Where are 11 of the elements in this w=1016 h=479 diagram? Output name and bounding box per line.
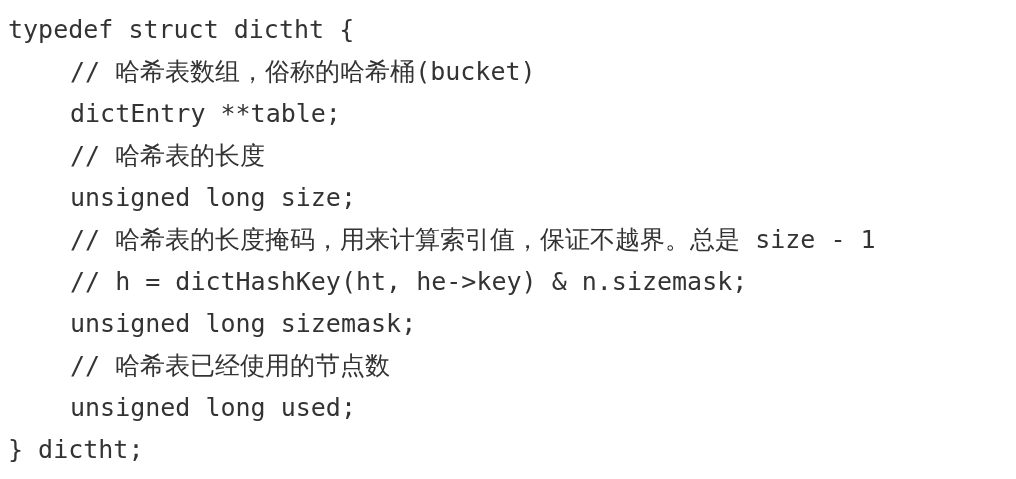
code-line: dictEntry **table; bbox=[70, 98, 341, 130]
code-line: unsigned long used; bbox=[70, 392, 356, 424]
code-line: } dictht; bbox=[8, 434, 144, 466]
code-line: // h = dictHashKey(ht, he->key) & n.sizemask; bbox=[70, 266, 748, 298]
code-line: unsigned long sizemask; bbox=[70, 308, 417, 340]
code-line: // 哈希表的长度 bbox=[70, 140, 266, 172]
code-line: typedef struct dictht { bbox=[8, 14, 355, 46]
code-line: // 哈希表数组，俗称的哈希桶(bucket) bbox=[70, 56, 536, 88]
code-line: unsigned long size; bbox=[70, 182, 356, 214]
code-line: // 哈希表的长度掩码，用来计算索引值，保证不越界。总是 size - 1 bbox=[70, 224, 876, 256]
code-line: // 哈希表已经使用的节点数 bbox=[70, 350, 391, 382]
